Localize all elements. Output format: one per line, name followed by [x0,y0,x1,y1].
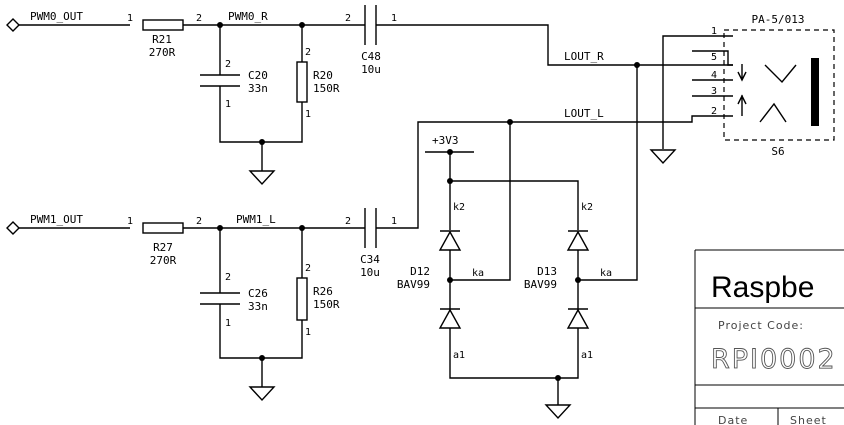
value-c48: 10u [361,63,381,76]
pin-number: 1 [305,109,311,120]
pin-number: 1 [391,216,397,227]
ref-s6: S6 [771,145,784,158]
pin-a1: a1 [581,350,593,361]
pin-number: 2 [345,13,351,24]
diode-d13: k2 ka a1 D13 BAV99 [524,202,612,361]
value-c34: 10u [360,266,380,279]
project-code-label: Project Code: [718,319,804,332]
pin-number: 2 [225,59,231,70]
pin-number: 4 [711,70,717,81]
pin-number: 1 [391,13,397,24]
ground-icon [544,404,572,420]
wires [19,24,733,405]
ref-c34: C34 [360,253,380,266]
pin-number: 2 [711,106,717,117]
ref-r26: R26 [313,285,333,298]
part-number-s6: PA-5/013 [752,13,805,26]
title-block: Raspbe Project Code: RPI0002 Date Sheet [694,249,844,425]
pin-number: 2 [196,216,202,227]
pin-k2: k2 [581,202,593,213]
ref-r20: R20 [313,69,333,82]
capacitor-c26: 2 1 C26 33n [200,272,268,329]
date-label: Date [718,414,748,425]
audio-jack-s6: PA-5/013 1 5 4 3 2 S6 [692,13,835,158]
pin-number: 2 [345,216,351,227]
ref-d13: D13 [537,265,557,278]
pin-a1: a1 [453,350,465,361]
ref-r21: R21 [152,33,172,46]
ref-c20: C20 [248,69,268,82]
ref-r27: R27 [153,241,173,254]
pin-number: 2 [196,13,202,24]
net-label-pwm1-l: PWM1_L [236,213,276,226]
pin-number: 2 [305,263,311,274]
resistor-r21: 1 2 R21 270R [127,13,202,59]
supply-3v3: +3V3 [432,134,459,147]
pin-number: 2 [225,272,231,283]
pin-number: 3 [711,86,717,97]
value-d12: BAV99 [397,278,430,291]
resistor-r26: 2 1 R26 150R [296,263,340,338]
pin-number: 5 [711,52,717,63]
ground-icon [649,149,677,165]
resistor-r20: 2 1 R20 150R [296,47,340,120]
value-r20: 150R [313,82,340,95]
port-pwm1-out: PWM1_OUT [6,213,83,235]
net-label-lout-r: LOUT_R [564,50,604,63]
net-label-pwm0-out: PWM0_OUT [30,10,83,23]
pin-number: 1 [127,216,133,227]
pin-k2: k2 [453,202,465,213]
ref-c26: C26 [248,287,268,300]
ground-symbols [248,149,677,420]
pin-ka: ka [472,268,484,279]
resistor-r27: 1 2 R27 270R [127,216,202,267]
net-label-lout-l: LOUT_L [564,107,604,120]
diode-d12: k2 ka a1 D12 BAV99 [397,202,484,361]
ground-icon [248,170,276,186]
ground-icon [248,386,276,402]
value-d13: BAV99 [524,278,557,291]
pin-ka: ka [600,268,612,279]
pin-number: 2 [305,47,311,58]
value-r27: 270R [150,254,177,267]
net-label-pwm0-r: PWM0_R [228,10,268,23]
port-pwm0-out: PWM0_OUT [6,10,83,32]
value-c20: 33n [248,82,268,95]
sheet-label: Sheet [790,414,827,425]
value-r26: 150R [313,298,340,311]
pin-number: 1 [127,13,133,24]
pin-number: 1 [225,318,231,329]
ref-c48: C48 [361,50,381,63]
project-code-value: RPI0002 [711,344,837,375]
pin-number: 1 [711,26,717,37]
title-block-title: Raspbe [711,271,814,304]
net-label-pwm1-out: PWM1_OUT [30,213,83,226]
capacitor-c34: 2 1 C34 10u [345,208,397,279]
capacitor-c20: 2 1 C20 33n [200,54,268,110]
value-c26: 33n [248,300,268,313]
net-label-3v3: +3V3 [432,134,459,147]
jack-sleeve [811,58,819,126]
pin-number: 1 [305,327,311,338]
junction-dots [217,22,640,381]
ref-d12: D12 [410,265,430,278]
pin-number: 1 [225,99,231,110]
capacitor-c48: 2 1 C48 10u [345,5,397,76]
value-r21: 270R [149,46,176,59]
